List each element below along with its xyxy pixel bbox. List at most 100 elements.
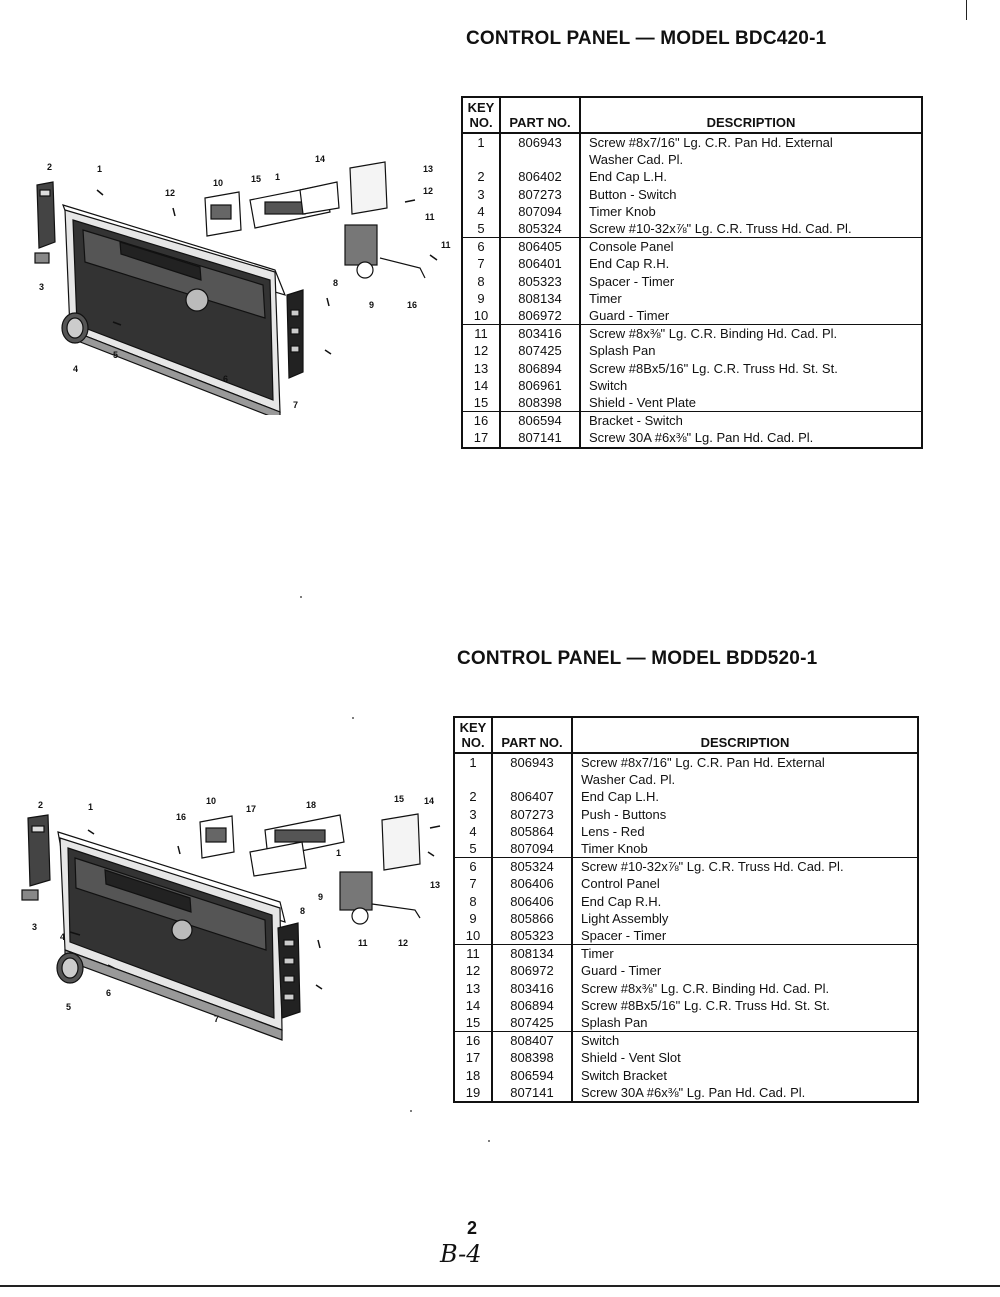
header-part-no: PART NO. [492, 717, 573, 754]
table-header-row: KEY NO. PART NO. DESCRIPTION [454, 717, 918, 754]
key-no-cell [454, 771, 493, 789]
key-no-cell: 6 [462, 237, 501, 256]
callout: 1 [275, 172, 280, 182]
exploded-diagram-bdc420: 2 1 12 10 15 1 14 13 12 11 11 3 4 5 6 9 … [34, 154, 451, 415]
callout: 14 [424, 796, 434, 806]
description-cell: Screw #8Bx5/16" Lg. C.R. Truss Hd. St. S… [589, 360, 838, 376]
timer-drawing [339, 871, 421, 925]
description-cell: Screw #8x7/16" Lg. C.R. Pan Hd. External [581, 755, 825, 770]
part-no-cell: 807094 [492, 840, 573, 858]
description-cell: End Cap L.H. [581, 789, 660, 805]
end-cap-left-drawing [34, 181, 56, 264]
description-cell: End Cap R.H. [581, 893, 662, 909]
part-no-cell: 808407 [492, 1031, 573, 1050]
key-no-cell: 16 [462, 411, 501, 430]
description-cell: Timer Knob [589, 203, 656, 219]
part-no-cell: 805324 [500, 220, 581, 238]
key-no-cell: 3 [462, 185, 501, 203]
description-cell: Timer [572, 944, 918, 963]
callout: 12 [398, 938, 408, 948]
key-no-cell: 14 [454, 996, 493, 1015]
description-cell: Timer Knob [581, 841, 648, 857]
key-no-cell: 10 [462, 307, 501, 325]
splash-pan-drawing [381, 813, 421, 871]
part-no-cell: 806894 [492, 996, 573, 1015]
callout: 16 [407, 300, 417, 310]
part-no-cell: 806407 [492, 788, 573, 806]
scan-speck [488, 1140, 490, 1142]
page-number: 2 [467, 1218, 478, 1238]
handwritten-page-code: B-4 [440, 1240, 482, 1268]
callout: 10 [206, 796, 216, 806]
header-key-no: KEY NO. [462, 97, 501, 134]
callout: 8 [333, 278, 338, 288]
key-no-cell: 13 [462, 359, 501, 377]
part-no-cell: 807425 [492, 1014, 573, 1032]
key-no-cell: 4 [462, 202, 501, 221]
section-title-bdd520: CONTROL PANEL — MODEL BDD520-1 [457, 648, 818, 669]
description-cell: Splash Pan [581, 1015, 648, 1031]
description-cell: Switch Bracket [581, 1067, 667, 1083]
splash-pan-drawing [349, 161, 388, 215]
callout: 7 [214, 1014, 219, 1024]
callout: 5 [113, 350, 118, 360]
description-cell: Control Panel [581, 876, 660, 892]
part-no-cell: 803416 [492, 979, 573, 997]
callout: 16 [176, 812, 186, 822]
description-cell: Push - Buttons [581, 806, 667, 822]
diagram-callouts: 2 1 16 18 17 10 15 14 3 4 5 6 7 8 9 11 1… [32, 794, 440, 1024]
description-cell: Shield - Vent Slot [581, 1050, 681, 1066]
description-cell: Bracket - Switch [580, 411, 922, 430]
part-no-cell: 805323 [492, 927, 573, 945]
part-no-cell: 807273 [492, 805, 573, 823]
key-no-cell [462, 151, 501, 169]
part-no-cell: 806594 [492, 1066, 573, 1084]
part-no-cell: 808134 [500, 289, 581, 308]
callout: 1 [97, 164, 102, 174]
key-no-cell: 3 [454, 805, 493, 823]
key-no-cell: 12 [454, 962, 493, 980]
key-no-cell: 6 [454, 857, 493, 876]
part-no-cell: 806943 [500, 133, 581, 152]
end-cap-right-drawing [277, 922, 301, 1019]
key-no-cell: 18 [454, 1066, 493, 1084]
callout: 1 [336, 848, 341, 858]
part-no-cell: 805866 [492, 909, 573, 928]
description-cell: Screw #8x7/16" Lg. C.R. Pan Hd. External [589, 135, 833, 150]
callout: 6 [223, 374, 228, 384]
description-cell: Switch [589, 377, 628, 393]
description-cell: Button - Switch [589, 186, 677, 202]
callout: 13 [423, 164, 433, 174]
part-no-cell: 808134 [492, 944, 573, 963]
callout: 13 [430, 880, 440, 890]
console-panel-drawing [62, 204, 287, 415]
switch-assembly-drawing [199, 814, 345, 877]
callout: 11 [425, 212, 435, 222]
callout: 17 [246, 804, 256, 814]
part-no-cell: 806594 [500, 411, 581, 430]
callout: 1 [88, 802, 93, 812]
exploded-diagram-bdd520: 2 1 16 18 17 10 15 14 3 4 5 6 7 8 9 11 1… [21, 794, 441, 1041]
callout: 5 [66, 1002, 71, 1012]
part-no-cell: 805324 [492, 857, 573, 876]
end-cap-right-drawing [286, 289, 304, 379]
key-no-cell: 11 [454, 944, 493, 963]
